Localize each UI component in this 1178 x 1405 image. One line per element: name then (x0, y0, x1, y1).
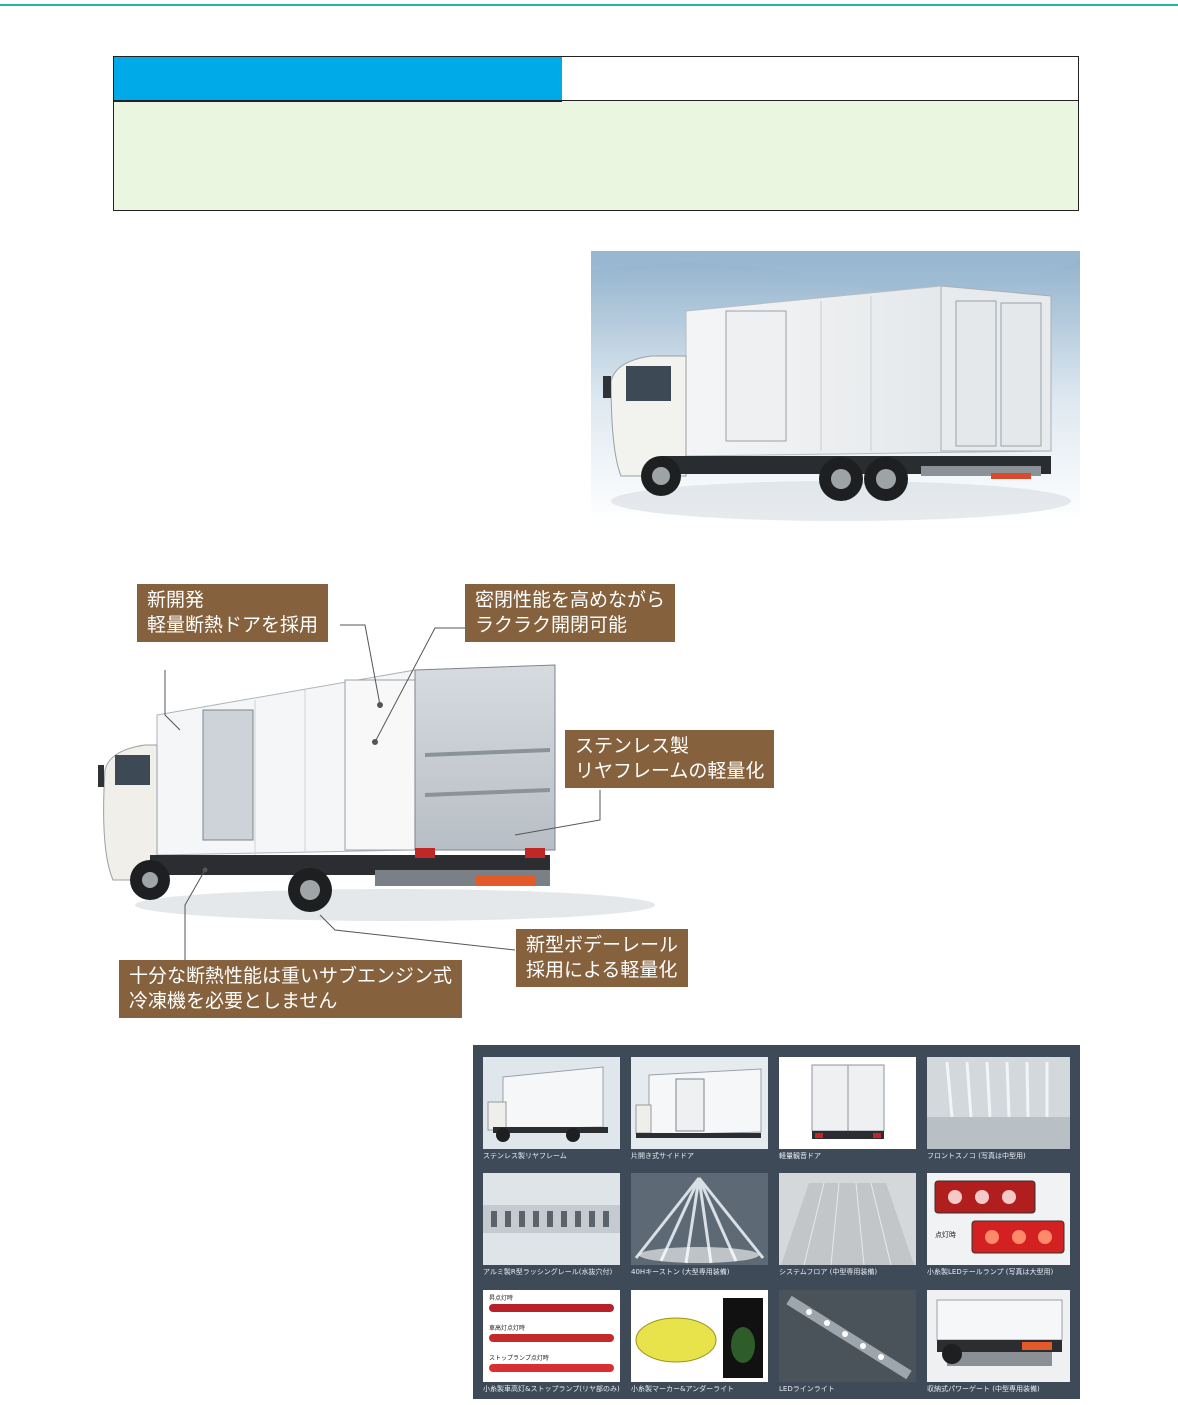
lashing-rail-photo (483, 1173, 620, 1265)
side-door-photo (631, 1057, 768, 1149)
keystone-floor-photo (631, 1173, 768, 1265)
gallery-caption: 収納式パワーゲート (中型専用装備) (927, 1385, 1040, 1393)
header-box (113, 56, 1079, 211)
lamp-label-a: 昇点灯時 (489, 1294, 513, 1302)
gallery-caption: LEDラインライト (779, 1385, 835, 1393)
system-floor-photo (779, 1173, 916, 1265)
lamp-on-label: 点灯時 (935, 1230, 956, 1239)
gallery-caption: アルミ製R型ラッシングレール(水抜穴付) (483, 1268, 613, 1276)
gallery-caption: 小糸製LEDテールランプ (写真は大型用) (927, 1268, 1054, 1276)
led-tail-lamp-photo: 点灯時 (927, 1173, 1070, 1265)
callout-seal-door: 密閉性能を高めながらラクラク開閉可能 (465, 584, 676, 642)
truck-photo (591, 251, 1080, 524)
gallery-item: ステンレス製リヤフレーム (483, 1057, 620, 1165)
gallery-item: 小糸製マーカー&アンダーライト (631, 1290, 768, 1398)
lamp-label-b: 車高灯点灯時 (489, 1324, 525, 1332)
rear-doors-photo (779, 1057, 916, 1149)
front-slats-photo (927, 1057, 1070, 1149)
gallery-item: アルミ製R型ラッシングレール(水抜穴付) (483, 1173, 620, 1281)
lamp-label-c: ストップランプ点灯時 (489, 1354, 549, 1362)
gallery-caption: 軽量観音ドア (779, 1152, 821, 1160)
gallery-caption: 小糸製マーカー&アンダーライト (631, 1385, 735, 1393)
equipment-gallery: ステンレス製リヤフレーム 片開き式サイドドア 軽量観音ドア (473, 1045, 1080, 1399)
rear-frame-photo (483, 1057, 620, 1149)
marker-underlight-photo (631, 1290, 768, 1382)
marker-lamps-photo: 昇点灯時 車高灯点灯時 ストップランプ点灯時 (483, 1290, 620, 1382)
gallery-item: 昇点灯時 車高灯点灯時 ストップランプ点灯時 小糸製車高灯&ストップランプ(リヤ… (483, 1290, 620, 1398)
gallery-item: 軽量観音ドア (779, 1057, 916, 1165)
gallery-caption: フロントスノコ (写真は中型用) (927, 1152, 1026, 1160)
gallery-item: 点灯時 小糸製LEDテールランプ (写真は大型用) (927, 1173, 1070, 1281)
gallery-caption: システムフロア (中型専用装備) (779, 1268, 878, 1276)
gallery-item: 片開き式サイドドア (631, 1057, 768, 1165)
callout-stainless-frame: ステンレス製リヤフレームの軽量化 (565, 730, 775, 788)
header-tab (114, 57, 562, 101)
gallery-item: システムフロア (中型専用装備) (779, 1173, 916, 1281)
gallery-item: 収納式パワーゲート (中型専用装備) (927, 1290, 1070, 1398)
feature-truck-illustration (98, 624, 655, 960)
power-gate-photo (927, 1290, 1070, 1382)
gallery-item: フロントスノコ (写真は中型用) (927, 1057, 1070, 1165)
callout-body-rail: 新型ボデーレール採用による軽量化 (516, 929, 689, 987)
gallery-caption: 小糸製車高灯&ストップランプ(リヤ部のみ) (483, 1385, 620, 1393)
led-line-light-photo (779, 1290, 916, 1382)
gallery-item: 40Hキーストン (大型専用装備) (631, 1173, 768, 1281)
header-title-bar (562, 57, 1078, 101)
gallery-caption: 40Hキーストン (大型専用装備) (631, 1268, 730, 1276)
gallery-caption: ステンレス製リヤフレーム (483, 1152, 567, 1160)
gallery-caption: 片開き式サイドドア (631, 1152, 694, 1160)
callout-light-door: 新開発軽量断熱ドアを採用 (137, 584, 329, 642)
header-divider (114, 100, 562, 102)
top-rule (0, 4, 1178, 6)
gallery-item: LEDラインライト (779, 1290, 916, 1398)
callout-insulation: 十分な断熱性能は重いサブエンジン式冷凍機を必要としません (119, 960, 463, 1018)
